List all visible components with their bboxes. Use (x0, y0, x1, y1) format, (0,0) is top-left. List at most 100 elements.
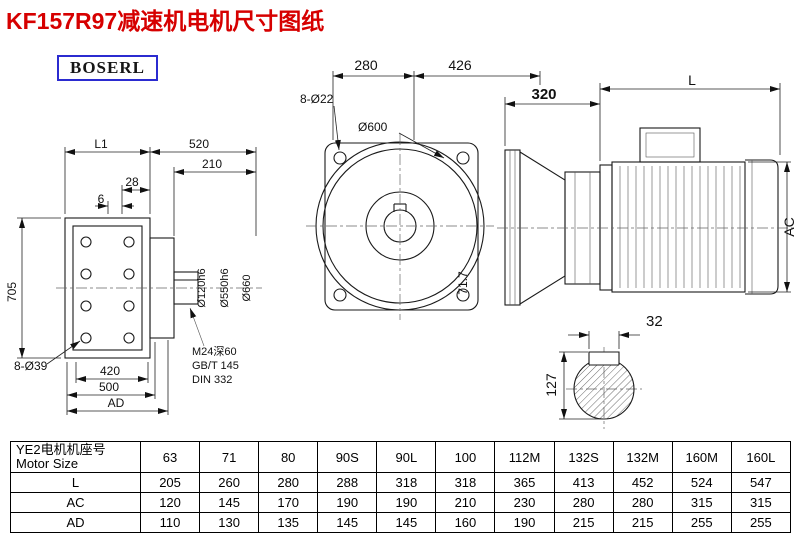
cell: 145 (199, 492, 260, 513)
note-tapped-hole: M24深60 (192, 345, 237, 358)
brand-logo: BOSERL (57, 55, 158, 81)
cell: 547 (730, 472, 792, 493)
terminal-box (639, 127, 701, 163)
fan-cowl (745, 159, 779, 295)
cell: 524 (671, 472, 732, 493)
motor-flange (599, 164, 613, 291)
cell: 135 (258, 512, 319, 533)
right-view: 320 L AC (497, 72, 797, 306)
cell: 280 (612, 492, 673, 513)
column-header-160m: 160M (671, 441, 732, 473)
cell: 280 (258, 472, 319, 493)
dim-420: 420 (100, 364, 120, 378)
dim-shaft-diameter: Ø120h6 (196, 268, 208, 307)
cell: 120 (139, 492, 201, 513)
keyway (588, 351, 620, 365)
dim-705: 705 (5, 282, 19, 302)
dim-520: 520 (189, 137, 209, 151)
cell: 255 (671, 512, 732, 533)
cell: 205 (139, 472, 201, 493)
cell: 318 (376, 472, 437, 493)
dim-l1: L1 (94, 137, 108, 151)
table-row-l: L 205 260 280 288 318 318 365 413 452 52… (10, 472, 792, 493)
dim-ac: AC (781, 217, 797, 236)
column-header-80: 80 (258, 441, 319, 473)
motor-size-header-cn: YE2电机机座号 (16, 442, 106, 457)
shaft-circle (573, 358, 635, 420)
note-gb-standard: GB/T 145 (192, 360, 239, 372)
motor-body (497, 127, 794, 295)
shaft-section-view: 32 127 (543, 313, 663, 429)
dim-500: 500 (99, 380, 119, 394)
front-view: 280 426 8-Ø22 Ø600 71.7 (300, 57, 541, 320)
column-header-90l: 90L (376, 441, 437, 473)
row-label-l: L (10, 472, 141, 493)
cell: 315 (671, 492, 732, 513)
column-header-112m: 112M (494, 441, 555, 473)
cell: 170 (258, 492, 319, 513)
cell: 255 (730, 512, 792, 533)
column-header-63: 63 (139, 441, 201, 473)
flange-bolt-holes (80, 236, 135, 344)
cell: 452 (612, 472, 673, 493)
cell: 315 (730, 492, 792, 513)
column-header-100: 100 (435, 441, 496, 473)
column-header-160l: 160L (730, 441, 792, 473)
dim-320: 320 (531, 86, 556, 103)
column-header-132s: 132S (553, 441, 614, 473)
front-housing-outline (306, 134, 494, 320)
cell: 130 (199, 512, 260, 533)
dim-28: 28 (125, 175, 139, 189)
front-view-dimension-lines (332, 71, 541, 159)
cell: 145 (376, 512, 437, 533)
table-row-ac: AC 120 145 170 190 190 210 230 280 280 3… (10, 492, 792, 513)
dim-l: L (688, 72, 696, 88)
right-view-dimension-lines (504, 83, 791, 293)
dim-flange-diameter-600: Ø600 (358, 120, 388, 134)
cell: 190 (317, 492, 378, 513)
dim-280: 280 (354, 57, 378, 73)
cell: 318 (435, 472, 496, 493)
cell: 288 (317, 472, 378, 493)
note-din-standard: DIN 332 (192, 374, 232, 386)
cell: 110 (139, 512, 201, 533)
cell: 160 (435, 512, 496, 533)
cell: 210 (435, 492, 496, 513)
cell: 215 (612, 512, 673, 533)
column-header-90s: 90S (317, 441, 378, 473)
dim-bolt-holes-8x22: 8-Ø22 (300, 92, 334, 106)
column-header-71: 71 (199, 441, 260, 473)
row-label-ad: AD (10, 512, 141, 533)
dimension-table: YE2电机机座号 Motor Size 63 71 80 90S 90L 100… (10, 441, 792, 533)
gearbox-housing-outline (56, 217, 262, 359)
cell: 280 (553, 492, 614, 513)
motor-size-header: YE2电机机座号 Motor Size (10, 441, 141, 473)
dim-flange-diameter-660: Ø660 (241, 275, 253, 302)
dim-6: 6 (98, 192, 105, 206)
dim-210: 210 (202, 157, 222, 171)
left-view-dimension-lines (17, 147, 257, 415)
dim-32: 32 (646, 313, 663, 330)
gearbox-bell-housing (504, 149, 601, 306)
dim-426: 426 (448, 57, 472, 73)
dim-71-7: 71.7 (456, 271, 470, 295)
dim-ad: AD (108, 396, 125, 410)
column-header-132m: 132M (612, 441, 673, 473)
left-view: L1 520 210 28 6 705 8-Ø39 420 500 AD Ø12… (5, 137, 262, 415)
row-label-ac: AC (10, 492, 141, 513)
cell: 260 (199, 472, 260, 493)
page-title: KF157R97减速机电机尺寸图纸 (6, 8, 325, 34)
cell: 190 (376, 492, 437, 513)
cell: 413 (553, 472, 614, 493)
dim-spigot-diameter: Ø550h6 (219, 268, 231, 307)
cell: 145 (317, 512, 378, 533)
dim-127: 127 (543, 373, 559, 397)
table-header-row: YE2电机机座号 Motor Size 63 71 80 90S 90L 100… (10, 441, 792, 473)
dim-bolt-holes-8x39: 8-Ø39 (14, 359, 48, 373)
table-row-ad: AD 110 130 135 145 145 160 190 215 215 2… (10, 512, 792, 533)
cell: 365 (494, 472, 555, 493)
cell: 215 (553, 512, 614, 533)
motor-size-header-en: Motor Size (16, 456, 79, 471)
shaft-section-dimension-lines (559, 331, 640, 420)
